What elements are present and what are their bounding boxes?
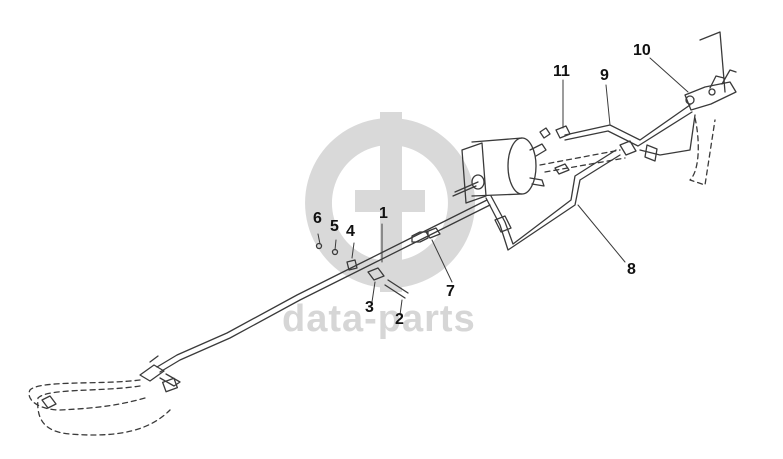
part-4 <box>346 259 358 271</box>
left-fitting <box>139 364 165 382</box>
fitting-7 <box>411 231 429 243</box>
callout-1: 1 <box>379 205 388 222</box>
callout-6: 6 <box>313 210 322 227</box>
valve-10 <box>684 31 737 111</box>
main-pipe <box>159 204 491 373</box>
callout-2: 2 <box>395 311 404 328</box>
pipe-9 <box>564 104 691 141</box>
callout-5: 5 <box>330 218 339 235</box>
callout-9: 9 <box>600 67 609 84</box>
part-6 <box>315 242 323 250</box>
callout-11: 11 <box>553 63 570 80</box>
right-dashed-hose <box>539 149 626 173</box>
callout-7: 7 <box>446 283 455 300</box>
callout-10: 10 <box>633 42 651 59</box>
booster-cylinder <box>452 127 551 204</box>
leader-lines <box>317 57 689 316</box>
watermark-text: data-parts <box>282 298 476 340</box>
watermark-logo <box>305 112 476 292</box>
left-dashed-hose <box>28 379 146 411</box>
callout-8: 8 <box>627 261 636 278</box>
callout-3: 3 <box>365 299 374 316</box>
pipe-8 <box>485 154 621 251</box>
callout-4: 4 <box>346 223 355 240</box>
part-2 <box>384 284 406 299</box>
part-3 <box>367 267 385 281</box>
